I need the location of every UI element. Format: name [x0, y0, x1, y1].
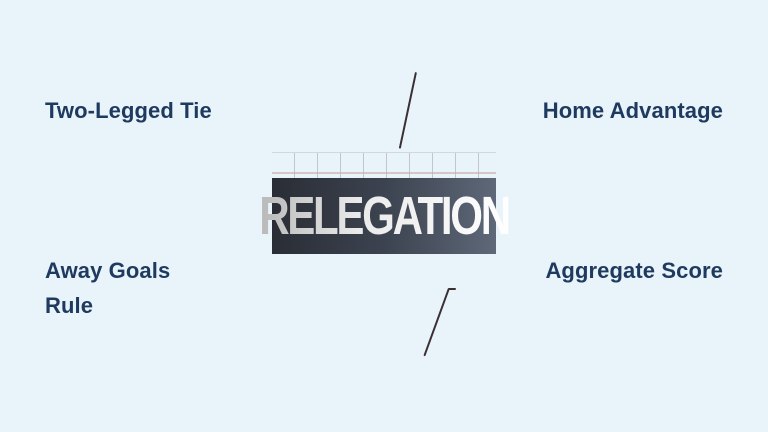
label-two-legged-tie: Two-Legged Tie: [45, 98, 212, 123]
label-home-advantage: Home Advantage: [542, 98, 723, 123]
sign-text: RELEGATION: [259, 186, 511, 246]
label-aggregate-score: Aggregate Score: [545, 258, 723, 283]
label-away-goals-rule: Away Goals Rule: [45, 258, 171, 318]
relegation-sign-image: RELEGATION: [259, 60, 512, 370]
pole-top: [398, 72, 417, 149]
pole-bottom-hook: [448, 288, 456, 290]
relegation-sign: RELEGATION: [259, 178, 511, 254]
railing: [272, 152, 496, 181]
railing-bar: [272, 172, 496, 174]
pole-bottom: [423, 288, 450, 357]
